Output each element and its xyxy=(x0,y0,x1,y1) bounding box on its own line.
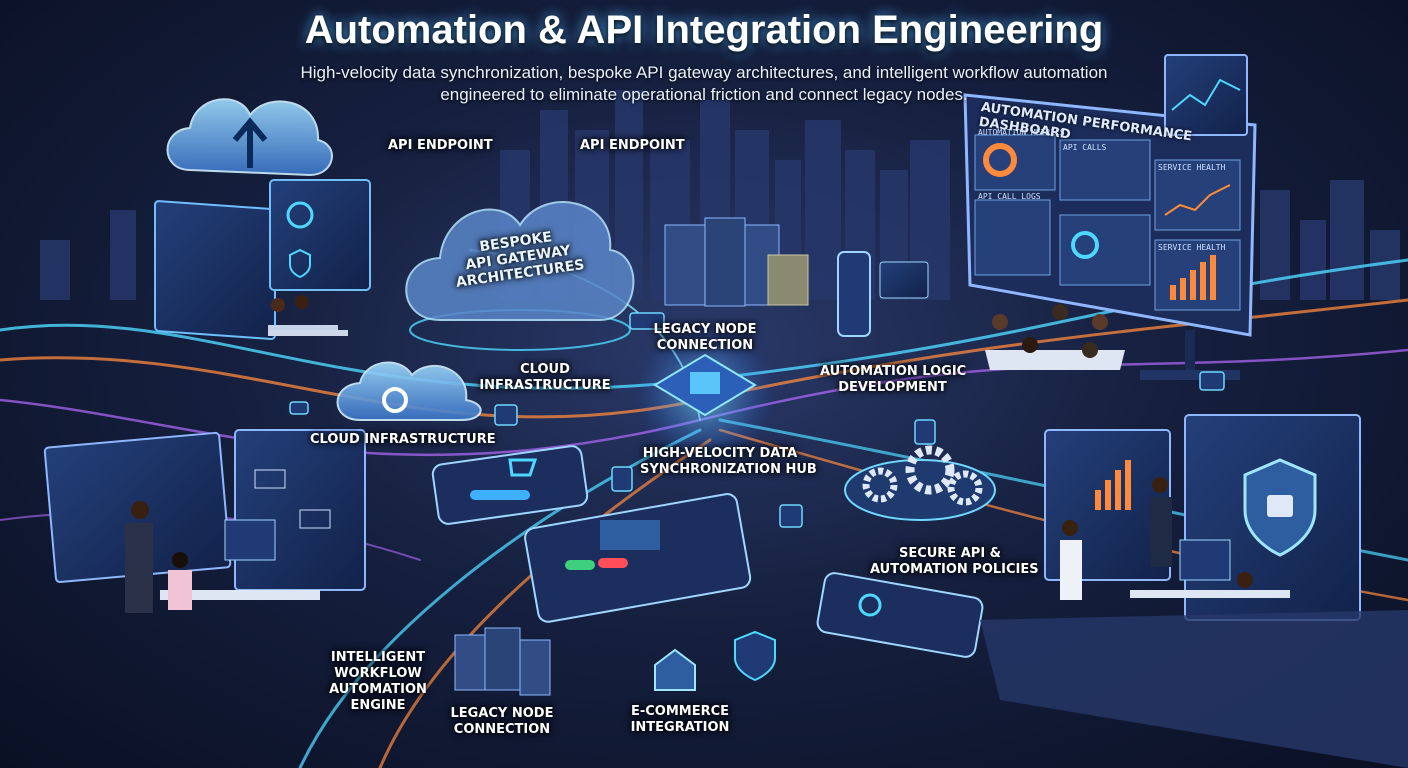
workstation-left xyxy=(43,429,366,613)
label-cloud-infrastructure-center: CLOUD INFRASTRUCTURE xyxy=(470,362,620,394)
cloud-infra-center-line-1: CLOUD xyxy=(520,362,570,377)
automation-logic-line-1: AUTOMATION LOGIC xyxy=(820,364,967,379)
label-automation-logic: AUTOMATION LOGIC DEVELOPMENT xyxy=(820,364,967,396)
cloud-infra-center-line-2: INFRASTRUCTURE xyxy=(479,378,611,393)
label-ecommerce: E-COMMERCE INTEGRATION xyxy=(620,704,740,736)
floating-icons xyxy=(289,312,1225,528)
cloud-upload-icon xyxy=(166,98,333,177)
mobile-device-right xyxy=(837,251,929,337)
page-title: Automation & API Integration Engineering xyxy=(304,8,1104,52)
api-gateway-cloud xyxy=(405,201,635,351)
legacy-node-bottom-line-2: CONNECTION xyxy=(453,722,551,737)
desk-right xyxy=(980,477,1408,768)
ecommerce-line-2: INTEGRATION xyxy=(630,720,730,735)
label-cloud-infrastructure-left: CLOUD INFRASTRUCTURE xyxy=(310,432,496,447)
workflow-line-3: AUTOMATION xyxy=(329,682,427,697)
dashboard-panel-health: SERVICE HEALTH xyxy=(1158,163,1226,172)
tablet-center xyxy=(524,493,752,623)
label-legacy-node-top: LEGACY NODE CONNECTION xyxy=(640,322,770,354)
dashboard-panel-calls: API CALLS xyxy=(1063,143,1107,152)
sync-hub xyxy=(635,325,775,465)
dashboard-panel-metrics: AUTOMATION METRICS xyxy=(978,128,1065,137)
shield-lock-icon xyxy=(1044,414,1361,621)
legacy-node-top-line-2: CONNECTION xyxy=(656,338,754,353)
server-rack-icon xyxy=(664,217,809,307)
label-secure-api: SECURE API & AUTOMATION POLICIES xyxy=(870,546,1039,578)
label-sync-hub: HIGH-VELOCITY DATA SYNCHRONIZATION HUB xyxy=(640,446,817,478)
team-desk-left xyxy=(268,295,348,336)
workflow-line-4: ENGINE xyxy=(350,698,406,713)
warehouse-icon xyxy=(654,630,776,691)
shopping-cart-icon xyxy=(431,445,589,525)
workflow-line-1: INTELLIGENT xyxy=(330,650,426,665)
secure-api-line-2: AUTOMATION POLICIES xyxy=(870,562,1039,577)
subtitle-line-1: High-velocity data synchronization, besp… xyxy=(300,63,1108,82)
phone-bottom-right xyxy=(816,572,984,658)
dashboard-panel-logs: API CALL LOGS xyxy=(978,192,1041,201)
cloud-gear-icon xyxy=(336,361,482,421)
workflow-line-2: WORKFLOW xyxy=(334,666,422,681)
legacy-node-top-line-1: LEGACY NODE xyxy=(653,322,757,337)
automation-logic-line-2: DEVELOPMENT xyxy=(838,380,947,395)
sync-hub-line-1: HIGH-VELOCITY DATA xyxy=(642,446,798,461)
dashboard-board xyxy=(963,93,1257,380)
secure-api-line-1: SECURE API & xyxy=(898,546,1002,561)
ecommerce-line-1: E-COMMERCE xyxy=(630,704,730,719)
label-api-endpoint-left: API ENDPOINT xyxy=(388,138,493,153)
gear-cluster-icon xyxy=(844,445,996,521)
label-legacy-node-bottom: LEGACY NODE CONNECTION xyxy=(442,706,562,738)
subtitle-line-2: engineered to eliminate operational fric… xyxy=(440,85,968,104)
sync-hub-line-2: SYNCHRONIZATION HUB xyxy=(640,462,817,477)
legacy-servers-bottom xyxy=(454,627,551,696)
chart-screen-top-right xyxy=(1164,54,1248,136)
label-api-endpoint-right: API ENDPOINT xyxy=(580,138,685,153)
dashboard-panel-health-2: SERVICE HEALTH xyxy=(1158,243,1226,252)
code-monitor-left xyxy=(154,179,371,340)
page-subtitle: High-velocity data synchronization, besp… xyxy=(220,62,1188,106)
legacy-node-bottom-line-1: LEGACY NODE xyxy=(450,706,554,721)
label-workflow-engine: INTELLIGENT WORKFLOW AUTOMATION ENGINE xyxy=(318,650,438,714)
team-table-right xyxy=(985,304,1125,370)
